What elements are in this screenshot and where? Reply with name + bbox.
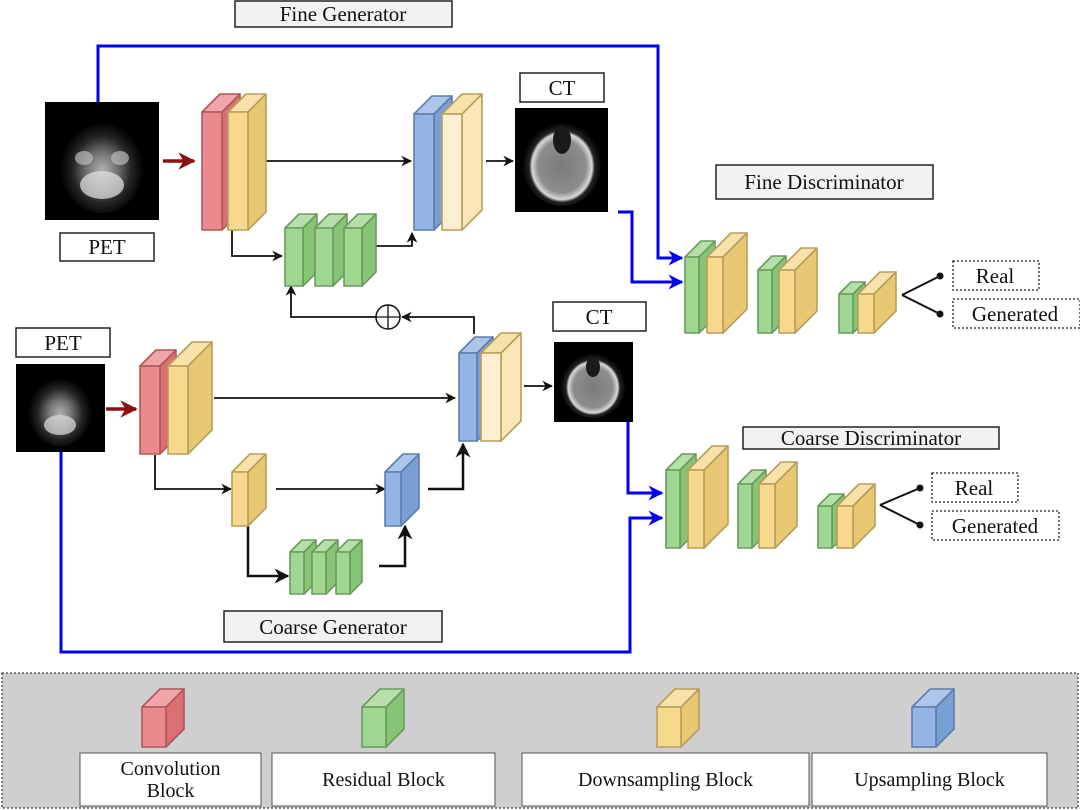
- fine-generated-output: Generated: [952, 298, 1080, 329]
- fine-output-block: [441, 93, 483, 231]
- coarse-discriminator-title: Coarse Discriminator: [742, 426, 1000, 450]
- convolution-block-icon: [141, 688, 185, 748]
- svg-text:CT: CT: [586, 305, 613, 329]
- svg-text:Coarse Discriminator: Coarse Discriminator: [781, 426, 961, 450]
- coarse-pet-image-group: PET: [15, 327, 111, 452]
- legend-label-convolution: Convolution: [120, 758, 220, 780]
- coarse-ct-image-group: CT: [552, 301, 647, 422]
- svg-text:Real: Real: [955, 476, 994, 500]
- legend-item-residual: Residual Block: [271, 688, 496, 807]
- fine-generator-arrows: [163, 152, 515, 334]
- coarse-residual-block-3: [335, 539, 363, 595]
- fine-disc-downsampling-2: [778, 247, 818, 334]
- coarse-real-output: Real: [931, 472, 1019, 503]
- svg-text:Generated: Generated: [952, 514, 1039, 538]
- upsampling-block-icon: [911, 688, 955, 748]
- svg-text:Fine Generator: Fine Generator: [280, 2, 407, 26]
- coarse-downsampling-block: [167, 341, 213, 455]
- fine-pet-image-group: PET: [45, 102, 159, 262]
- downsampling-block-icon: [656, 688, 700, 748]
- legend-item-upsampling: Upsampling Block: [811, 688, 1048, 807]
- coarse-to-sum-line: [400, 311, 475, 334]
- coarse-disc-downsampling-1: [687, 445, 729, 549]
- coarse-output-block: [480, 332, 522, 442]
- fine-discriminator-title: Fine Discriminator: [715, 164, 934, 200]
- legend-label-upsampling: Upsampling Block: [854, 769, 1005, 791]
- coarse-ct-to-coarse-discriminator-line: [626, 422, 664, 501]
- legend-label-downsampling: Downsampling Block: [578, 769, 753, 791]
- network-blocks: [139, 93, 897, 595]
- svg-text:Generated: Generated: [972, 302, 1059, 326]
- fine-discriminator-outputs: Real Generated: [901, 260, 1080, 329]
- svg-text:PET: PET: [44, 331, 82, 355]
- fine-ct-image-group: CT: [515, 72, 608, 212]
- svg-text:Coarse Generator: Coarse Generator: [259, 615, 407, 639]
- fine-ct-to-fine-discriminator-line: [618, 210, 684, 290]
- fine-disc-downsampling-3: [857, 271, 897, 334]
- fine-generator-title: Fine Generator: [234, 0, 453, 28]
- svg-text:Real: Real: [976, 264, 1015, 288]
- fine-residual-block-3: [343, 213, 377, 287]
- fine-pet-to-fine-discriminator-line: [96, 44, 684, 266]
- coarse-inner-downsampling-block: [231, 453, 267, 527]
- svg-text:CT: CT: [549, 76, 576, 100]
- legend-label-convolution: Block: [147, 780, 195, 802]
- fine-residual-block-2: [314, 213, 348, 287]
- sum-to-residual-line: [285, 284, 376, 318]
- coarse-disc-downsampling-3: [836, 483, 876, 549]
- coarse-discriminator-outputs: Real Generated: [879, 472, 1060, 541]
- fine-residual-block-1: [284, 213, 318, 287]
- sum-node: [375, 304, 401, 330]
- legend-label-residual: Residual Block: [322, 769, 445, 791]
- coarse-residual-block-2: [311, 539, 339, 595]
- residual-block-icon: [361, 688, 405, 748]
- coarse-generator-title: Coarse Generator: [223, 610, 443, 643]
- coarse-generator-arrows: [106, 380, 554, 584]
- coarse-disc-downsampling-2: [758, 461, 798, 549]
- svg-text:PET: PET: [88, 235, 126, 259]
- fine-downsampling-block: [227, 93, 267, 231]
- svg-text:Fine Discriminator: Fine Discriminator: [744, 170, 903, 194]
- legend-item-downsampling: Downsampling Block: [521, 688, 810, 807]
- fine-disc-downsampling-1: [706, 232, 748, 334]
- coarse-generated-output: Generated: [931, 510, 1060, 541]
- coarse-inner-upsampling-block: [384, 453, 420, 527]
- fine-real-output: Real: [952, 260, 1040, 291]
- coarse-pet-to-coarse-discriminator-line: [59, 452, 664, 654]
- skip-connections: [59, 44, 684, 654]
